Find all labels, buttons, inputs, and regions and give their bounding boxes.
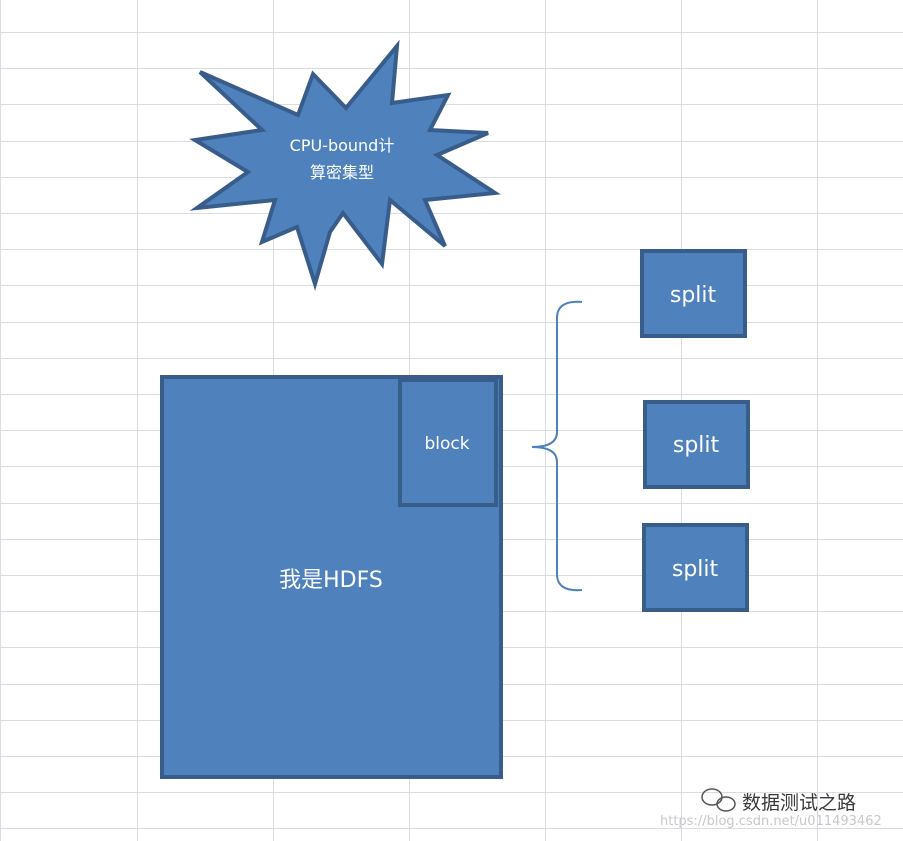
split-label-2: split <box>673 433 720 458</box>
block-label: block <box>424 434 469 454</box>
block-box <box>398 378 498 507</box>
split-box-2 <box>643 400 750 489</box>
split-label-1: split <box>670 283 717 308</box>
split-label-3: split <box>672 557 719 582</box>
split-box-3 <box>642 523 749 612</box>
cpu-bound-starburst <box>189 39 501 291</box>
wechat-icon <box>701 788 736 812</box>
starburst-label-line1: CPU-bound计 <box>290 136 395 155</box>
watermark-url: https://blog.csdn.net/u011493462 <box>660 814 882 829</box>
watermark-account: 数据测试之路 <box>742 792 857 814</box>
split-box-1 <box>640 249 747 338</box>
split-brace <box>531 300 583 592</box>
starburst-label-line2: 算密集型 <box>310 163 374 182</box>
hdfs-label: 我是HDFS <box>279 568 383 593</box>
